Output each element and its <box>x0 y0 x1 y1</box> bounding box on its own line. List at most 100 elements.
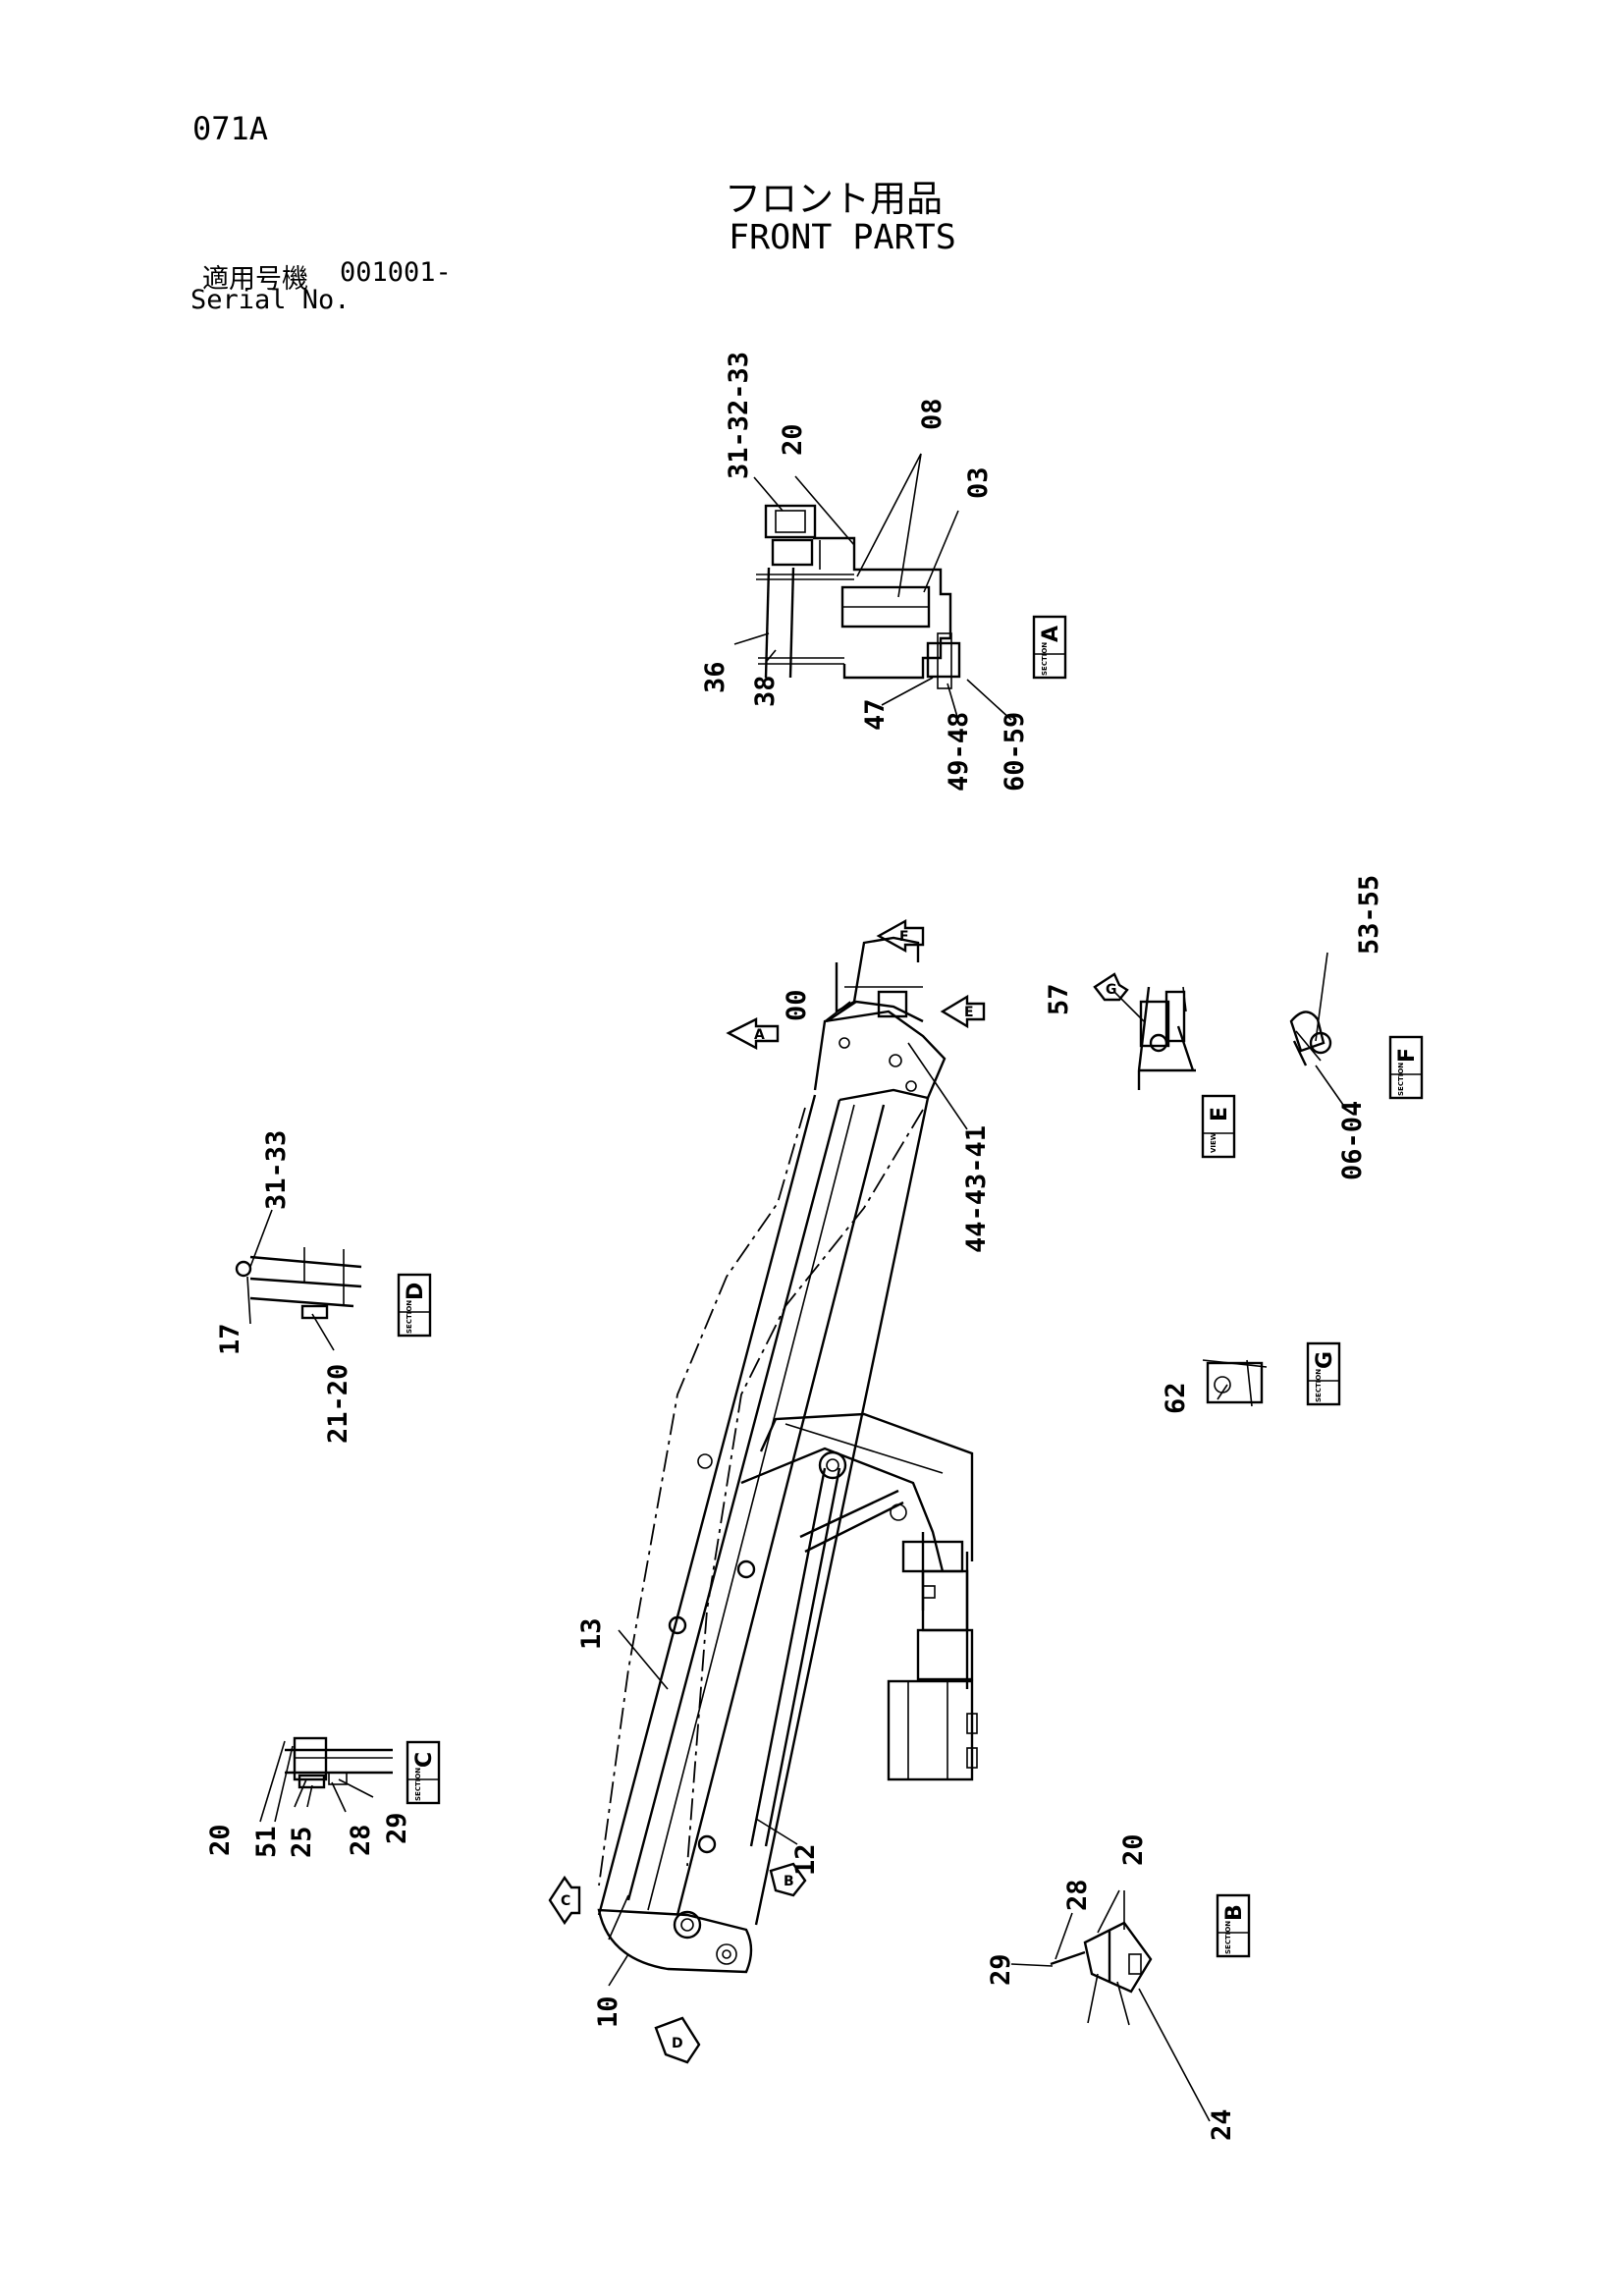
view-arrow-d: D <box>654 2016 701 2064</box>
callout-57: 57 <box>1044 983 1074 1015</box>
callout-28-section-c: 28 <box>346 1824 376 1856</box>
callout-38: 38 <box>750 675 781 707</box>
svg-text:A: A <box>1039 626 1063 642</box>
svg-text:G: G <box>1106 982 1117 998</box>
callout-49-48: 49-48 <box>944 712 974 792</box>
main-boom-assembly <box>597 936 978 1974</box>
callout-21-20: 21-20 <box>323 1364 353 1444</box>
view-arrow-e: E <box>940 994 986 1029</box>
svg-text:17: 17 <box>215 1323 245 1355</box>
view-arrow-c: C <box>548 1875 581 1926</box>
svg-text:13: 13 <box>576 1617 607 1650</box>
svg-text:D: D <box>672 2036 683 2051</box>
view-arrow-f: F <box>876 918 925 954</box>
callout-25: 25 <box>287 1826 317 1858</box>
callout-60-59: 60-59 <box>1000 712 1030 792</box>
callout-03: 03 <box>963 466 994 499</box>
page-code: 071A <box>192 110 269 147</box>
svg-text:E: E <box>1208 1107 1232 1121</box>
svg-text:SECTION: SECTION <box>1315 1369 1323 1402</box>
callout-31-32-33: 31-32-33 <box>724 352 754 479</box>
svg-text:12: 12 <box>790 1843 821 1876</box>
svg-text:00: 00 <box>782 989 812 1021</box>
svg-text:60-59: 60-59 <box>1000 712 1030 792</box>
svg-text:31-33: 31-33 <box>261 1130 292 1210</box>
svg-text:F: F <box>1395 1048 1420 1063</box>
section-g-detail <box>1202 1359 1268 1407</box>
svg-text:B: B <box>784 1874 794 1889</box>
section-box-g: SECTION G <box>1306 1341 1341 1406</box>
svg-text:03: 03 <box>963 466 994 499</box>
callout-28-section-b: 28 <box>1062 1879 1093 1911</box>
main-assembly-leaders <box>608 952 1344 1987</box>
callout-20-section-b: 20 <box>1118 1833 1149 1866</box>
serial-label-japanese: 適用号機 <box>202 264 308 295</box>
view-arrow-b: B <box>769 1862 807 1897</box>
svg-text:49-48: 49-48 <box>944 712 974 792</box>
svg-text:VIEW: VIEW <box>1210 1132 1217 1153</box>
callout-06-04: 06-04 <box>1337 1101 1368 1180</box>
svg-text:29: 29 <box>986 1953 1016 1986</box>
svg-text:38: 38 <box>750 675 781 707</box>
serial-label-english: Serial No. <box>190 285 351 315</box>
callout-12: 12 <box>790 1843 821 1876</box>
callout-31-33: 31-33 <box>261 1130 292 1210</box>
svg-text:SECTION: SECTION <box>414 1768 422 1801</box>
svg-text:10: 10 <box>593 1995 623 2028</box>
section-b-detail <box>1010 1889 1211 2122</box>
callout-47: 47 <box>860 698 891 731</box>
svg-text:20: 20 <box>778 423 808 456</box>
view-arrow-a: A <box>726 1017 780 1051</box>
svg-text:62: 62 <box>1161 1382 1191 1414</box>
svg-text:08: 08 <box>917 398 947 430</box>
callout-10: 10 <box>593 1995 623 2028</box>
callout-13: 13 <box>576 1617 607 1650</box>
callout-17: 17 <box>215 1323 245 1355</box>
section-box-c: SECTION C <box>406 1740 441 1805</box>
callout-29-section-b: 29 <box>986 1953 1016 1986</box>
svg-text:25: 25 <box>287 1826 317 1858</box>
section-d-detail <box>235 1209 362 1351</box>
svg-text:G: G <box>1313 1351 1337 1369</box>
view-e-detail: G <box>1093 972 1196 1090</box>
section-c-detail <box>259 1736 393 1823</box>
svg-text:21-20: 21-20 <box>323 1364 353 1444</box>
callout-36: 36 <box>700 661 730 693</box>
section-f-detail <box>1289 1011 1332 1066</box>
svg-text:36: 36 <box>700 661 730 693</box>
callout-62: 62 <box>1161 1382 1191 1414</box>
callout-29-section-c: 29 <box>382 1812 412 1844</box>
svg-text:20: 20 <box>1118 1833 1149 1866</box>
svg-text:A: A <box>754 1027 765 1043</box>
section-box-a: SECTION A <box>1032 615 1067 680</box>
svg-text:C: C <box>412 1752 437 1768</box>
section-box-d: SECTION D <box>397 1273 432 1338</box>
svg-text:B: B <box>1222 1904 1247 1921</box>
section-box-f: SECTION F <box>1388 1035 1424 1100</box>
svg-text:51: 51 <box>251 1826 282 1858</box>
callout-24: 24 <box>1207 2108 1237 2141</box>
callout-00: 00 <box>782 989 812 1021</box>
callout-08: 08 <box>917 398 947 430</box>
svg-text:E: E <box>964 1005 974 1020</box>
svg-text:20: 20 <box>205 1824 236 1856</box>
svg-text:47: 47 <box>860 698 891 731</box>
svg-text:57: 57 <box>1044 983 1074 1015</box>
serial-number-value: 001001- <box>340 257 452 288</box>
page-title-english: FRONT PARTS <box>729 218 956 257</box>
svg-text:31-32-33: 31-32-33 <box>724 352 754 479</box>
callout-20-section-a: 20 <box>778 423 808 456</box>
svg-text:C: C <box>561 1893 570 1909</box>
section-box-e: VIEW E <box>1201 1094 1236 1159</box>
callout-20-section-c: 20 <box>205 1824 236 1856</box>
svg-text:D: D <box>404 1283 428 1300</box>
svg-text:28: 28 <box>346 1824 376 1856</box>
section-a-leaders <box>733 453 1012 721</box>
svg-text:06-04: 06-04 <box>1337 1101 1368 1180</box>
svg-text:44-43-41: 44-43-41 <box>961 1125 992 1253</box>
callout-44-43-41: 44-43-41 <box>961 1125 992 1253</box>
svg-text:SECTION: SECTION <box>1397 1063 1405 1096</box>
svg-text:29: 29 <box>382 1812 412 1844</box>
callout-53-55: 53-55 <box>1354 875 1384 955</box>
